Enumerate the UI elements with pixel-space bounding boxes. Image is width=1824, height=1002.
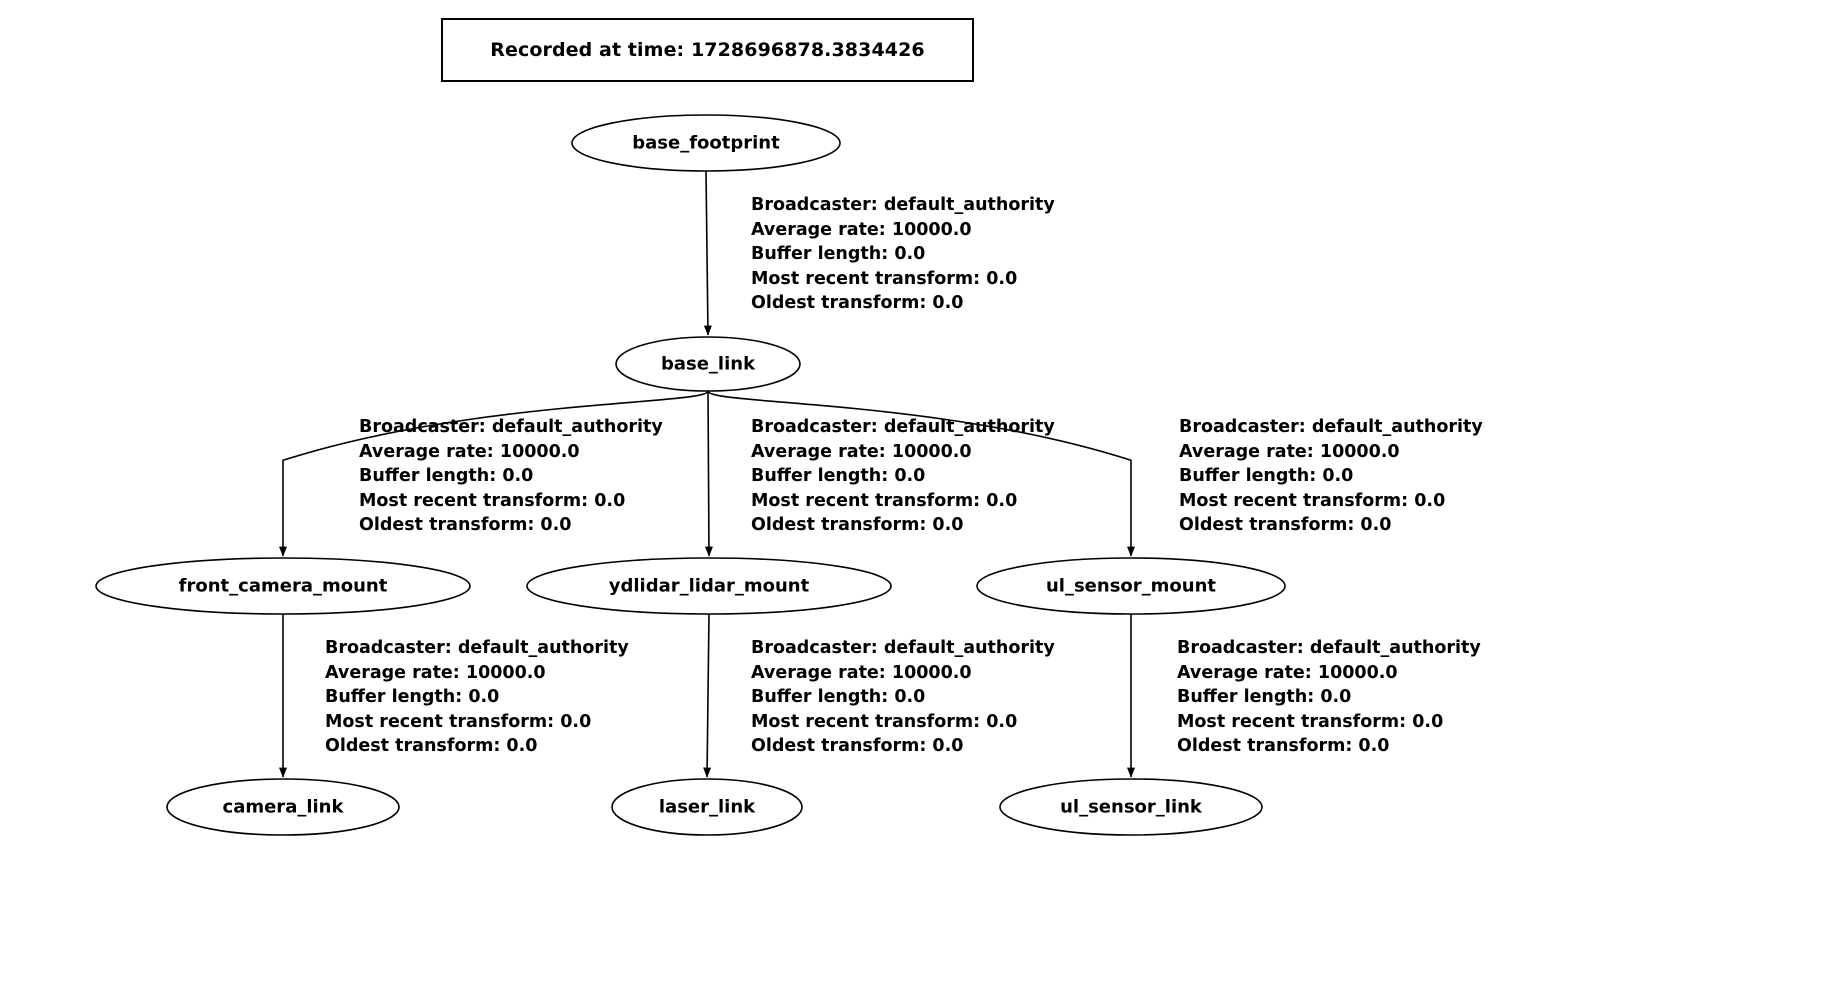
- recorded-time-box: Recorded at time: 1728696878.3834426: [441, 18, 974, 82]
- edge-stat-line: Oldest transform: 0.0: [751, 515, 964, 536]
- edge-stat-line: Average rate: 10000.0: [751, 219, 972, 240]
- node-ellipse-laser_link[interactable]: [611, 778, 803, 836]
- edge-stat-line: Oldest transform: 0.0: [325, 736, 538, 757]
- edge-stat-line: Oldest transform: 0.0: [1179, 515, 1392, 536]
- node-ellipse-ul_sensor_mount[interactable]: [976, 557, 1286, 615]
- edge-stat-line: Oldest transform: 0.0: [359, 515, 572, 536]
- edge-stat-line: Average rate: 10000.0: [1179, 441, 1400, 462]
- edge-stat-line: Buffer length: 0.0: [751, 466, 926, 487]
- edge-stat-line: Average rate: 10000.0: [359, 441, 580, 462]
- edge-stat-line: Broadcaster: default_authority: [1177, 638, 1481, 658]
- edge-stat-line: Average rate: 10000.0: [325, 662, 546, 683]
- edges-group: [279, 170, 1135, 778]
- edge-stat-line: Most recent transform: 0.0: [1179, 490, 1446, 511]
- edge-stat-line: Broadcaster: default_authority: [359, 417, 663, 437]
- edge-stat-line: Most recent transform: 0.0: [751, 711, 1018, 732]
- edge-stat-line: Buffer length: 0.0: [359, 466, 534, 487]
- edge-stat-line: Buffer length: 0.0: [751, 687, 926, 708]
- edge-path-base_link-to-ydlidar_lidar_mount[interactable]: [704, 390, 713, 557]
- node-ellipse-base_link[interactable]: [615, 336, 801, 392]
- node-ellipse-ul_sensor_link[interactable]: [999, 778, 1263, 836]
- edge-stat-line: Average rate: 10000.0: [751, 662, 972, 683]
- edge-stat-line: Oldest transform: 0.0: [751, 736, 964, 757]
- edge-stat-line: Buffer length: 0.0: [1177, 687, 1352, 708]
- edge-path-base_link-to-ul_sensor_mount[interactable]: [707, 390, 1135, 557]
- edge-stat-line: Buffer length: 0.0: [1179, 466, 1354, 487]
- edge-stat-line: Buffer length: 0.0: [325, 687, 500, 708]
- edge-stat-line: Most recent transform: 0.0: [325, 711, 592, 732]
- node-ellipse-camera_link[interactable]: [166, 778, 400, 836]
- node-ellipse-ydlidar_lidar_mount[interactable]: [526, 557, 892, 615]
- recorded-time-text: Recorded at time: 1728696878.3834426: [490, 39, 925, 61]
- node-ellipse-base_footprint[interactable]: [571, 114, 841, 172]
- edge-path-base_footprint-to-base_link[interactable]: [703, 170, 712, 336]
- edge-stat-line: Broadcaster: default_authority: [751, 638, 1055, 658]
- edge-stat-line: Buffer length: 0.0: [751, 244, 926, 265]
- edge-stat-line: Oldest transform: 0.0: [1177, 736, 1390, 757]
- edge-stat-line: Broadcaster: default_authority: [1179, 417, 1483, 437]
- edge-stat-line: Broadcaster: default_authority: [751, 417, 1055, 437]
- edge-stat-line: Broadcaster: default_authority: [325, 638, 629, 658]
- edge-stat-line: Broadcaster: default_authority: [751, 195, 1055, 215]
- nodes-group: [95, 114, 1286, 836]
- edge-stat-line: Most recent transform: 0.0: [359, 490, 626, 511]
- edge-stat-line: Most recent transform: 0.0: [751, 490, 1018, 511]
- edge-path-ydlidar_lidar_mount-to-laser_link[interactable]: [703, 613, 712, 778]
- edge-stat-line: Average rate: 10000.0: [751, 441, 972, 462]
- edge-stat-line: Most recent transform: 0.0: [751, 268, 1018, 289]
- edge-stat-line: Oldest transform: 0.0: [751, 293, 964, 314]
- edge-path-base_link-to-front_camera_mount[interactable]: [279, 390, 709, 557]
- edge-stat-line: Most recent transform: 0.0: [1177, 711, 1444, 732]
- edge-stat-line: Average rate: 10000.0: [1177, 662, 1398, 683]
- node-ellipse-front_camera_mount[interactable]: [95, 557, 471, 615]
